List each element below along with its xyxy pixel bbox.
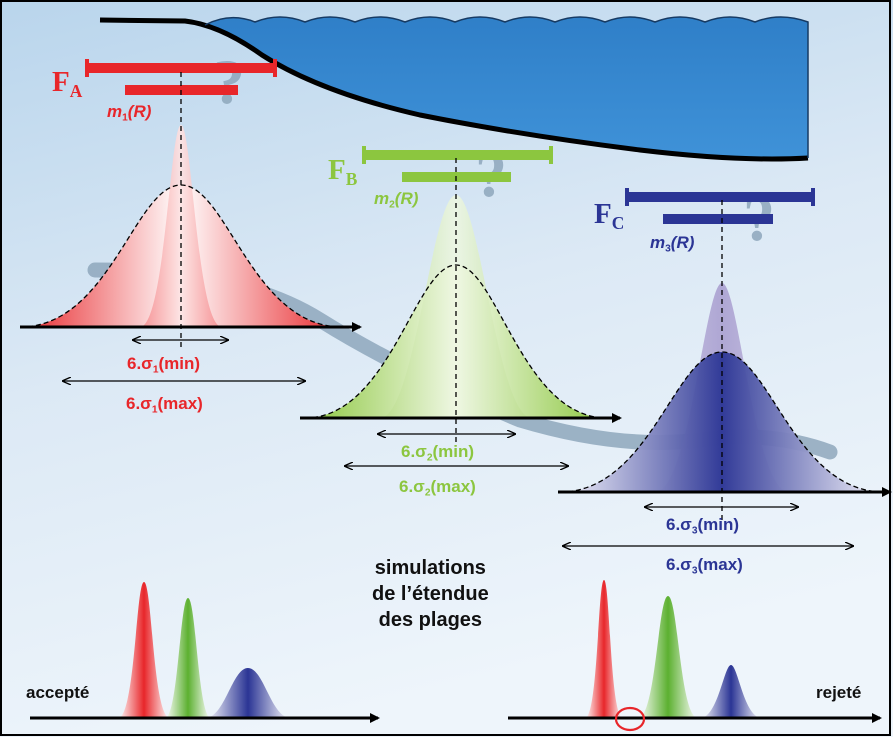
bar-fc bbox=[625, 192, 815, 202]
label-fc-base: F bbox=[594, 198, 612, 230]
label-sigma1-min-suffix: (min) bbox=[158, 354, 201, 373]
bar-fa bbox=[85, 63, 277, 73]
small-peak-red-left bbox=[118, 582, 170, 718]
bar-fb bbox=[362, 150, 553, 160]
label-m3-arg: (R) bbox=[670, 233, 695, 252]
label-sigma3-max: 6.σ3(max) bbox=[666, 556, 743, 577]
label-fa-base: F bbox=[52, 66, 70, 98]
label-sigma3-min-suffix: (min) bbox=[697, 515, 740, 534]
label-m1-base: m bbox=[107, 102, 123, 121]
label-sigma3-min: 6.σ3(min) bbox=[666, 516, 739, 537]
bar-fb-cap-right bbox=[549, 146, 553, 164]
label-sigma3-max-sub: 3 bbox=[691, 565, 698, 577]
label-fc: FC bbox=[594, 200, 624, 232]
label-m3: m3(R) bbox=[650, 234, 694, 255]
bank-line bbox=[99, 17, 809, 162]
label-fa-sub: A bbox=[69, 81, 83, 102]
simulations-text: simulations de l’étendue des plages bbox=[372, 555, 489, 633]
bar-fc-cap-left bbox=[625, 188, 629, 206]
water-body bbox=[205, 17, 808, 159]
label-sigma2-min: 6.σ2(min) bbox=[401, 443, 474, 464]
label-sigma3-max-base: 6.σ bbox=[666, 555, 692, 574]
label-sigma3-max-suffix: (max) bbox=[697, 555, 743, 574]
bar-fb-cap-left bbox=[362, 146, 366, 164]
label-sigma2-min-sub: 2 bbox=[426, 452, 433, 464]
label-m1: m1(R) bbox=[107, 103, 151, 124]
curve-c-wide bbox=[560, 352, 884, 492]
bar-fa-cap-right bbox=[273, 59, 277, 77]
label-m1-arg: (R) bbox=[127, 102, 152, 121]
label-sigma3-min-sub: 3 bbox=[691, 525, 698, 537]
accepted-panel bbox=[30, 582, 380, 723]
label-sigma2-max-suffix: (max) bbox=[430, 477, 476, 496]
curve-c-outline bbox=[559, 351, 885, 493]
small-peak-green-left bbox=[165, 598, 211, 718]
label-fa: FA bbox=[52, 68, 82, 100]
bar-fa-cap-left bbox=[85, 59, 89, 77]
small-peak-blue-right bbox=[700, 665, 762, 718]
small-peak-blue-left bbox=[205, 668, 291, 718]
group-a bbox=[19, 59, 362, 381]
rejected-panel bbox=[508, 580, 882, 732]
label-sigma2-max: 6.σ2(max) bbox=[399, 478, 476, 499]
label-m2-base: m bbox=[374, 189, 390, 208]
water-surface-line bbox=[204, 16, 809, 158]
label-sigma1-min: 6.σ1(min) bbox=[127, 355, 200, 376]
label-m3-base: m bbox=[650, 233, 666, 252]
rejected-label: rejeté bbox=[816, 683, 862, 702]
label-sigma1-min-sub: 1 bbox=[152, 364, 159, 376]
label-sigma1-min-base: 6.σ bbox=[127, 354, 153, 373]
label-sigma2-min-base: 6.σ bbox=[401, 442, 427, 461]
small-peak-green-right bbox=[638, 596, 698, 718]
label-sigma1-max-base: 6.σ bbox=[126, 394, 152, 413]
label-sigma1-max: 6.σ1(max) bbox=[126, 395, 203, 416]
bar-m3 bbox=[663, 214, 773, 224]
label-fb-sub: B bbox=[345, 169, 358, 190]
group-b bbox=[300, 146, 622, 466]
simulations-line-2: de l’étendue bbox=[372, 583, 489, 605]
label-sigma2-min-suffix: (min) bbox=[432, 442, 475, 461]
label-sigma2-max-sub: 2 bbox=[424, 487, 431, 499]
label-m3-sub: 3 bbox=[665, 243, 671, 255]
label-fb: FB bbox=[328, 156, 357, 188]
curve-b-outline bbox=[304, 264, 608, 419]
label-m2-sub: 2 bbox=[389, 199, 395, 211]
bar-fc-cap-right bbox=[811, 188, 815, 206]
gap-highlight-circle bbox=[614, 706, 646, 732]
label-sigma3-min-base: 6.σ bbox=[666, 515, 692, 534]
accepted-label: accepté bbox=[26, 683, 90, 702]
small-peak-red-right bbox=[585, 580, 623, 718]
label-sigma2-max-base: 6.σ bbox=[399, 477, 425, 496]
label-sigma1-max-sub: 1 bbox=[151, 404, 158, 416]
label-m2-arg: (R) bbox=[394, 189, 419, 208]
label-m1-sub: 1 bbox=[122, 112, 128, 124]
simulations-line-1: simulations bbox=[374, 557, 486, 579]
label-fb-base: F bbox=[328, 154, 346, 186]
question-mark-a: ? bbox=[213, 46, 245, 117]
label-m2: m2(R) bbox=[374, 190, 418, 211]
simulations-line-3: des plages bbox=[378, 609, 483, 631]
group-c bbox=[558, 188, 892, 546]
label-sigma1-max-suffix: (max) bbox=[157, 394, 203, 413]
label-fc-sub: C bbox=[611, 213, 625, 234]
